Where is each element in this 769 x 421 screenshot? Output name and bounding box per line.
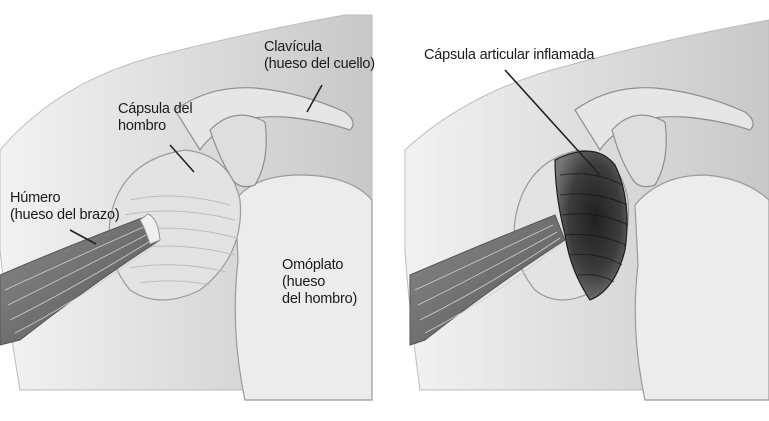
inflamed-shoulder-figure [405,20,769,400]
capsule-label: Cápsula del hombro [118,101,192,135]
inflamed-capsule-label: Cápsula articular inflamada [424,47,594,64]
scapula-shape-right [635,175,769,400]
clavicle-label: Clavícula (hueso del cuello) [264,39,375,73]
humerus-label: Húmero (hueso del brazo) [10,190,119,224]
scapula-label: Omóplato (hueso del hombro) [282,257,357,308]
